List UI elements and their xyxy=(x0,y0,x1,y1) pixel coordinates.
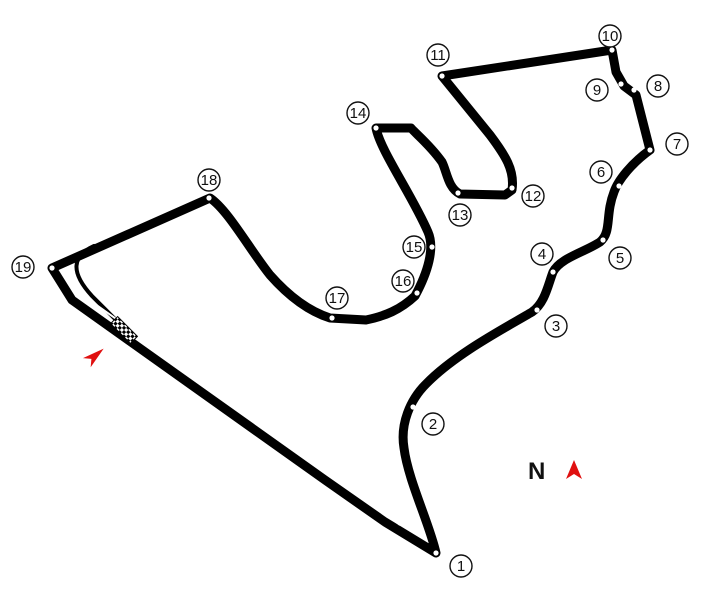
turn-dot-12 xyxy=(509,185,515,191)
turn-dot-16 xyxy=(414,290,420,296)
turn-dot-19 xyxy=(49,265,55,271)
turn-marker-11: 11 xyxy=(426,43,450,67)
turn-label-12: 12 xyxy=(525,188,542,205)
pit-wall-line xyxy=(77,291,401,526)
turn-marker-12: 12 xyxy=(521,184,545,208)
turn-dot-18 xyxy=(206,195,212,201)
turn-label-2: 2 xyxy=(429,416,437,433)
turn-circle-1 xyxy=(449,554,473,578)
turn-dot-3 xyxy=(534,307,540,313)
north-arrow-icon xyxy=(566,460,582,479)
turn-label-16: 16 xyxy=(395,273,412,290)
turn-label-3: 3 xyxy=(552,318,560,335)
turn-circle-5 xyxy=(608,246,632,270)
turn-label-9: 9 xyxy=(593,82,601,99)
turn-label-13: 13 xyxy=(452,207,469,224)
turn-circle-15 xyxy=(402,235,426,259)
turn-dot-10 xyxy=(609,47,615,53)
turn-circle-16 xyxy=(391,269,415,293)
turn-label-15: 15 xyxy=(406,239,423,256)
turn-circle-12 xyxy=(521,184,545,208)
turn-marker-10: 10 xyxy=(598,24,622,48)
compass: N xyxy=(528,458,582,485)
turn-dot-5 xyxy=(600,237,606,243)
turn-label-8: 8 xyxy=(654,78,662,95)
turn-dot-14 xyxy=(373,125,379,131)
turn-dot-4 xyxy=(550,269,556,275)
turn-dot-2 xyxy=(410,404,416,410)
turn-circle-13 xyxy=(448,203,472,227)
turn-dot-6 xyxy=(616,183,622,189)
turn-circle-18 xyxy=(197,168,221,192)
race-direction-arrow-icon xyxy=(82,348,104,368)
turn-dot-11 xyxy=(439,73,445,79)
turn-circle-6 xyxy=(589,160,613,184)
turn-marker-17: 17 xyxy=(325,286,349,310)
turn-circle-4 xyxy=(530,242,554,266)
turn-label-4: 4 xyxy=(538,246,546,263)
turn-circle-3 xyxy=(544,314,568,338)
turn-label-7: 7 xyxy=(673,136,681,153)
turn-circle-8 xyxy=(646,74,670,98)
turn-marker-16: 16 xyxy=(391,269,415,293)
turn-dot-15 xyxy=(429,244,435,250)
turn-dot-1 xyxy=(433,550,439,556)
turn-label-17: 17 xyxy=(329,290,346,307)
turn-circle-10 xyxy=(598,24,622,48)
turn-label-14: 14 xyxy=(350,105,367,122)
checkered-flag-icon xyxy=(109,315,139,345)
turn-marker-9: 9 xyxy=(585,78,609,102)
turn-dot-9 xyxy=(618,81,624,87)
turn-label-10: 10 xyxy=(602,28,619,45)
north-label: N xyxy=(528,458,545,485)
turn-marker-4: 4 xyxy=(530,242,554,266)
turn-circle-11 xyxy=(426,43,450,67)
turn-marker-3: 3 xyxy=(544,314,568,338)
turn-circle-7 xyxy=(665,132,689,156)
turn-label-1: 1 xyxy=(457,558,465,575)
turn-marker-5: 5 xyxy=(608,246,632,270)
circuit-track xyxy=(47,45,655,558)
turn-dots xyxy=(49,47,653,556)
turn-circle-14 xyxy=(346,101,370,125)
turn-label-5: 5 xyxy=(616,250,624,267)
turn-dot-13 xyxy=(455,190,461,196)
turn-label-11: 11 xyxy=(430,47,446,64)
turn-marker-8: 8 xyxy=(646,74,670,98)
turn-circle-19 xyxy=(11,255,35,279)
turn-label-6: 6 xyxy=(597,164,605,181)
turn-dot-7 xyxy=(647,147,653,153)
turn-marker-1: 1 xyxy=(449,554,473,578)
turn-marker-6: 6 xyxy=(589,160,613,184)
turn-marker-2: 2 xyxy=(421,412,445,436)
turn-marker-14: 14 xyxy=(346,101,370,125)
turn-marker-15: 15 xyxy=(402,235,426,259)
turn-circle-9 xyxy=(585,78,609,102)
turn-dot-8 xyxy=(631,87,637,93)
turn-marker-13: 13 xyxy=(448,203,472,227)
turn-marker-7: 7 xyxy=(665,132,689,156)
turn-circle-2 xyxy=(421,412,445,436)
turn-marker-19: 19 xyxy=(11,255,35,279)
turn-label-19: 19 xyxy=(15,259,32,276)
turn-dot-17 xyxy=(329,315,335,321)
turn-marker-18: 18 xyxy=(197,168,221,192)
turn-label-18: 18 xyxy=(201,172,218,189)
turn-circle-17 xyxy=(325,286,349,310)
